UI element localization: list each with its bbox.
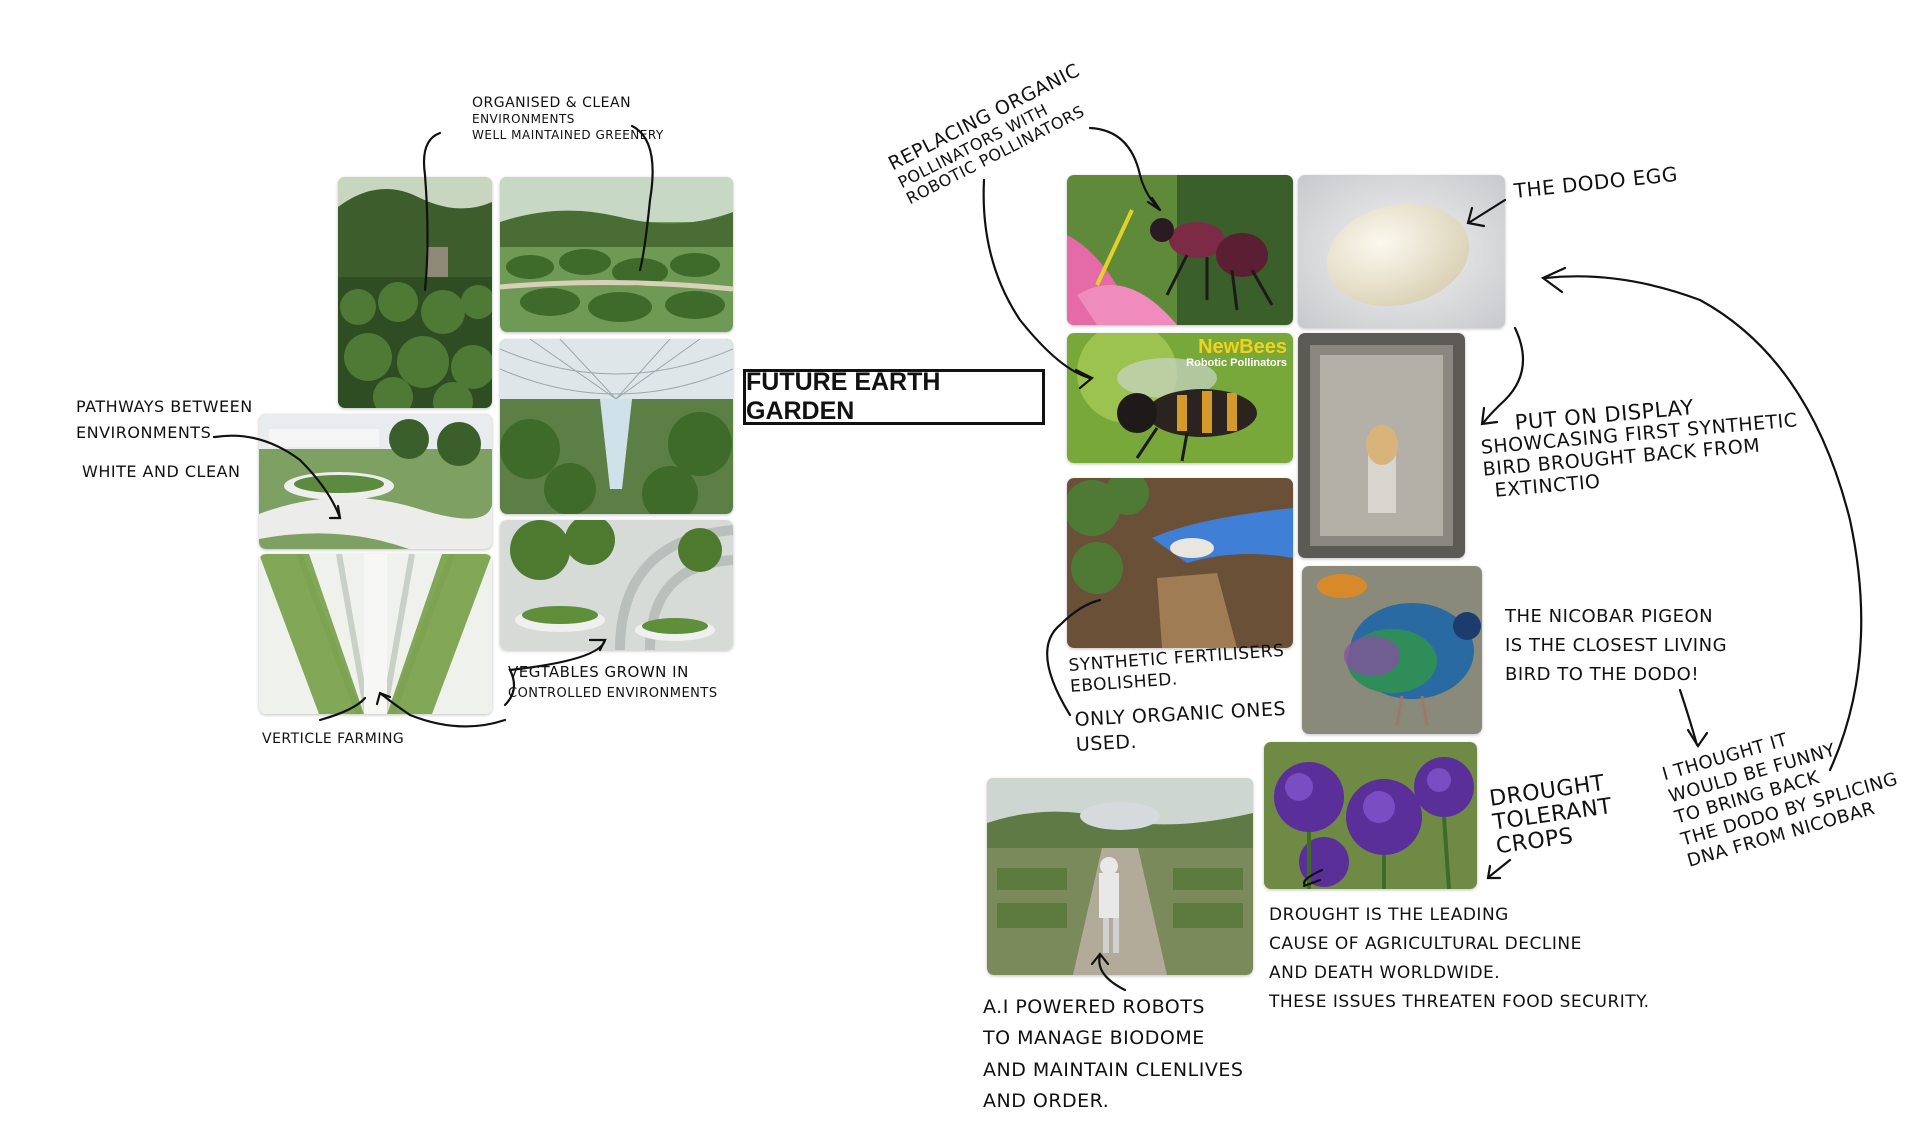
- note-line: AND ORDER.: [983, 1090, 1110, 1113]
- note-line: WELL MAINTAINED GREENERY: [472, 127, 664, 142]
- note-organised-clean: ORGANISED & CLEAN ENVIRONMENTS WELL MAIN…: [472, 94, 664, 143]
- note-line: CONTROLLED ENVIRONMENTS: [508, 685, 718, 701]
- newbees-brand: NewBees: [1198, 336, 1287, 358]
- note-nicobar-pigeon: THE NICOBAR PIGEON IS THE CLOSEST LIVING…: [1505, 603, 1727, 689]
- newbees-tagline: Robotic Pollinators: [1186, 357, 1287, 369]
- agapanthus-crops-photo: [1264, 742, 1477, 889]
- central-title: FUTURE EARTH GARDEN: [743, 368, 1045, 425]
- nicobar-pigeon-photo: [1302, 566, 1482, 734]
- note-line: THESE ISSUES THREATEN FOOD SECURITY.: [1269, 991, 1650, 1012]
- note-line: ORGANISED & CLEAN: [472, 95, 632, 111]
- newbees-logo: NewBees Robotic Pollinators: [1186, 337, 1287, 369]
- note-line: CAUSE OF AGRICULTURAL DECLINE: [1269, 933, 1582, 954]
- vertical-farm-photo: [259, 554, 492, 714]
- note-line: AND MAINTAIN CLENLIVES: [983, 1058, 1244, 1081]
- note-line: THE NICOBAR PIGEON: [1505, 606, 1714, 627]
- jewel-waterfall-photo: [500, 339, 733, 514]
- note-line: IS THE CLOSEST LIVING: [1505, 634, 1728, 656]
- robotic-ant-flower-photo: [1067, 175, 1293, 325]
- maze-garden-photo: [500, 177, 733, 332]
- futuristic-planters-photo: [500, 520, 733, 650]
- robot-garden-biodome-photo: [987, 778, 1253, 975]
- note-pathways: PATHWAYS BETWEEN ENVIRONMENTS.: [76, 394, 253, 445]
- dodo-egg-photo: [1298, 175, 1505, 328]
- note-line: A.I POWERED ROBOTS: [983, 996, 1205, 1018]
- note-line: PATHWAYS BETWEEN: [76, 397, 253, 416]
- note-line: ENVIRONMENTS.: [76, 422, 217, 442]
- note-ai-robots: A.I POWERED ROBOTS TO MANAGE BIODOME AND…: [983, 992, 1243, 1117]
- note-verticle-farming: VERTICLE FARMING: [262, 731, 405, 747]
- note-white-clean: WHITE AND CLEAN: [82, 462, 241, 481]
- topiary-garden-photo: [338, 177, 492, 408]
- note-line: TO MANAGE BIODOME: [983, 1027, 1205, 1050]
- note-vegtables: VEGTABLES GROWN IN CONTROLLED ENVIRONMEN…: [508, 661, 718, 703]
- egg-display-case-photo: [1298, 333, 1465, 558]
- note-line: VEGTABLES GROWN IN: [508, 663, 689, 681]
- note-line: ENVIRONMENTS: [472, 112, 575, 127]
- fertiliser-hand-photo: [1067, 478, 1293, 648]
- note-line: BIRD TO THE DODO!: [1505, 663, 1700, 685]
- note-drought-leading-cause: DROUGHT IS THE LEADING CAUSE OF AGRICULT…: [1269, 901, 1650, 1017]
- note-line: AND DEATH WORLDWIDE.: [1269, 962, 1501, 983]
- white-pathway-garden-photo: [259, 414, 492, 549]
- newbees-robot-bee-photo: NewBees Robotic Pollinators: [1067, 333, 1293, 463]
- note-line: DROUGHT IS THE LEADING: [1269, 905, 1509, 925]
